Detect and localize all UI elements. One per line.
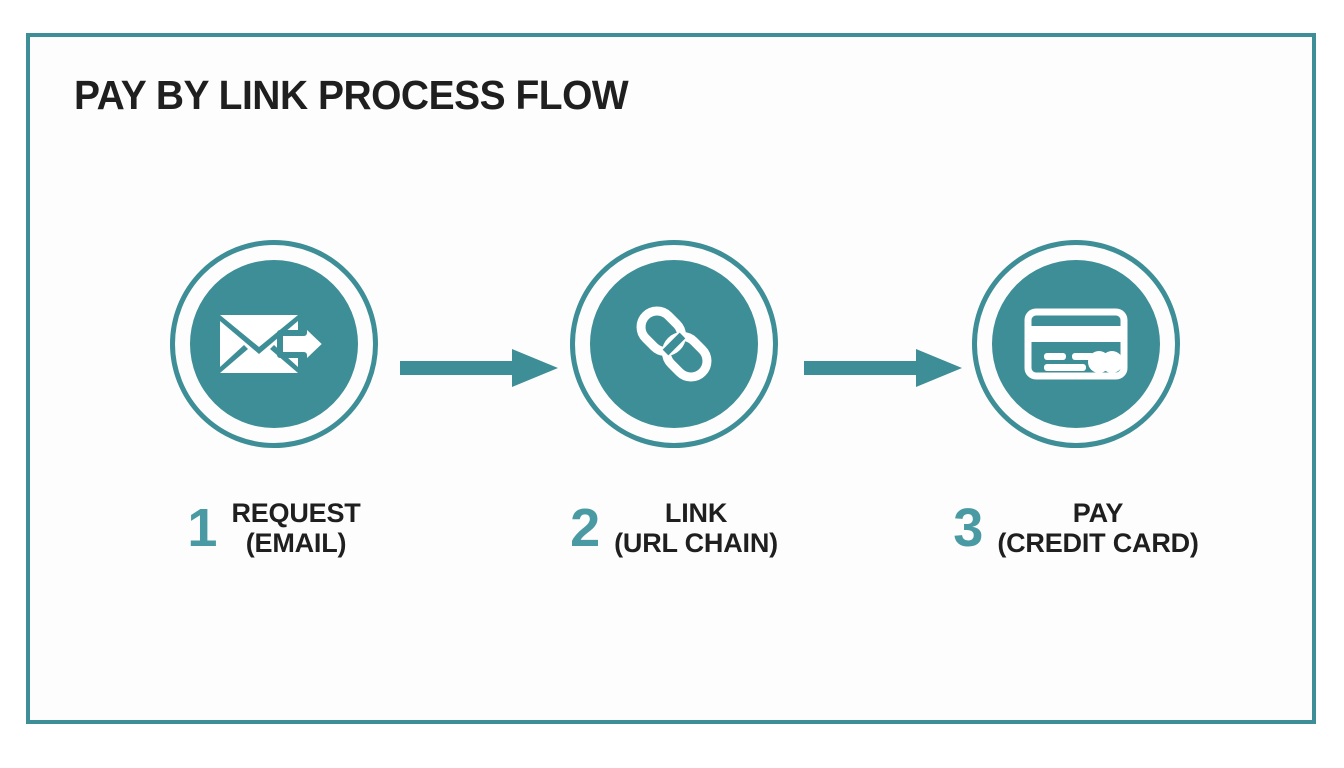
- process-step-1: 1 REQUEST (EMAIL): [114, 240, 434, 558]
- step-1-icon-disc: [190, 260, 358, 428]
- step-1-badge: [170, 240, 378, 448]
- step-3-caption: 3 PAY (CREDIT CARD): [916, 498, 1236, 558]
- arrow-step1-to-step2: [400, 348, 560, 388]
- step-2-icon-disc: [590, 260, 758, 428]
- page-title: PAY BY LINK PROCESS FLOW: [74, 72, 629, 118]
- step-3-label-line1: PAY: [1072, 498, 1124, 528]
- step-3-number: 3: [953, 498, 984, 559]
- step-2-badge: [570, 240, 778, 448]
- process-step-3: 3 PAY (CREDIT CARD): [916, 240, 1236, 558]
- chain-link-icon: [628, 298, 720, 390]
- step-1-number: 1: [187, 498, 218, 559]
- step-1-label-line2: (EMAIL): [245, 528, 347, 559]
- credit-card-icon: [1024, 306, 1128, 382]
- process-step-2: 2 LINK (URL CHAIN): [514, 240, 834, 558]
- step-2-caption: 2 LINK (URL CHAIN): [514, 498, 834, 558]
- step-1-label: REQUEST (EMAIL): [231, 498, 360, 558]
- envelope-send-icon: [218, 307, 330, 381]
- step-2-label-line1: LINK: [664, 498, 728, 528]
- step-2-number: 2: [570, 498, 601, 559]
- step-1-label-line1: REQUEST: [231, 498, 361, 528]
- step-2-label: LINK (URL CHAIN): [614, 498, 778, 558]
- step-3-icon-disc: [992, 260, 1160, 428]
- step-3-label-line2: (CREDIT CARD): [997, 528, 1199, 559]
- step-3-badge: [972, 240, 1180, 448]
- arrow-step2-to-step3: [804, 348, 964, 388]
- step-3-label: PAY (CREDIT CARD): [997, 498, 1199, 559]
- step-1-caption: 1 REQUEST (EMAIL): [114, 498, 434, 558]
- step-2-label-line2: (URL CHAIN): [614, 528, 778, 559]
